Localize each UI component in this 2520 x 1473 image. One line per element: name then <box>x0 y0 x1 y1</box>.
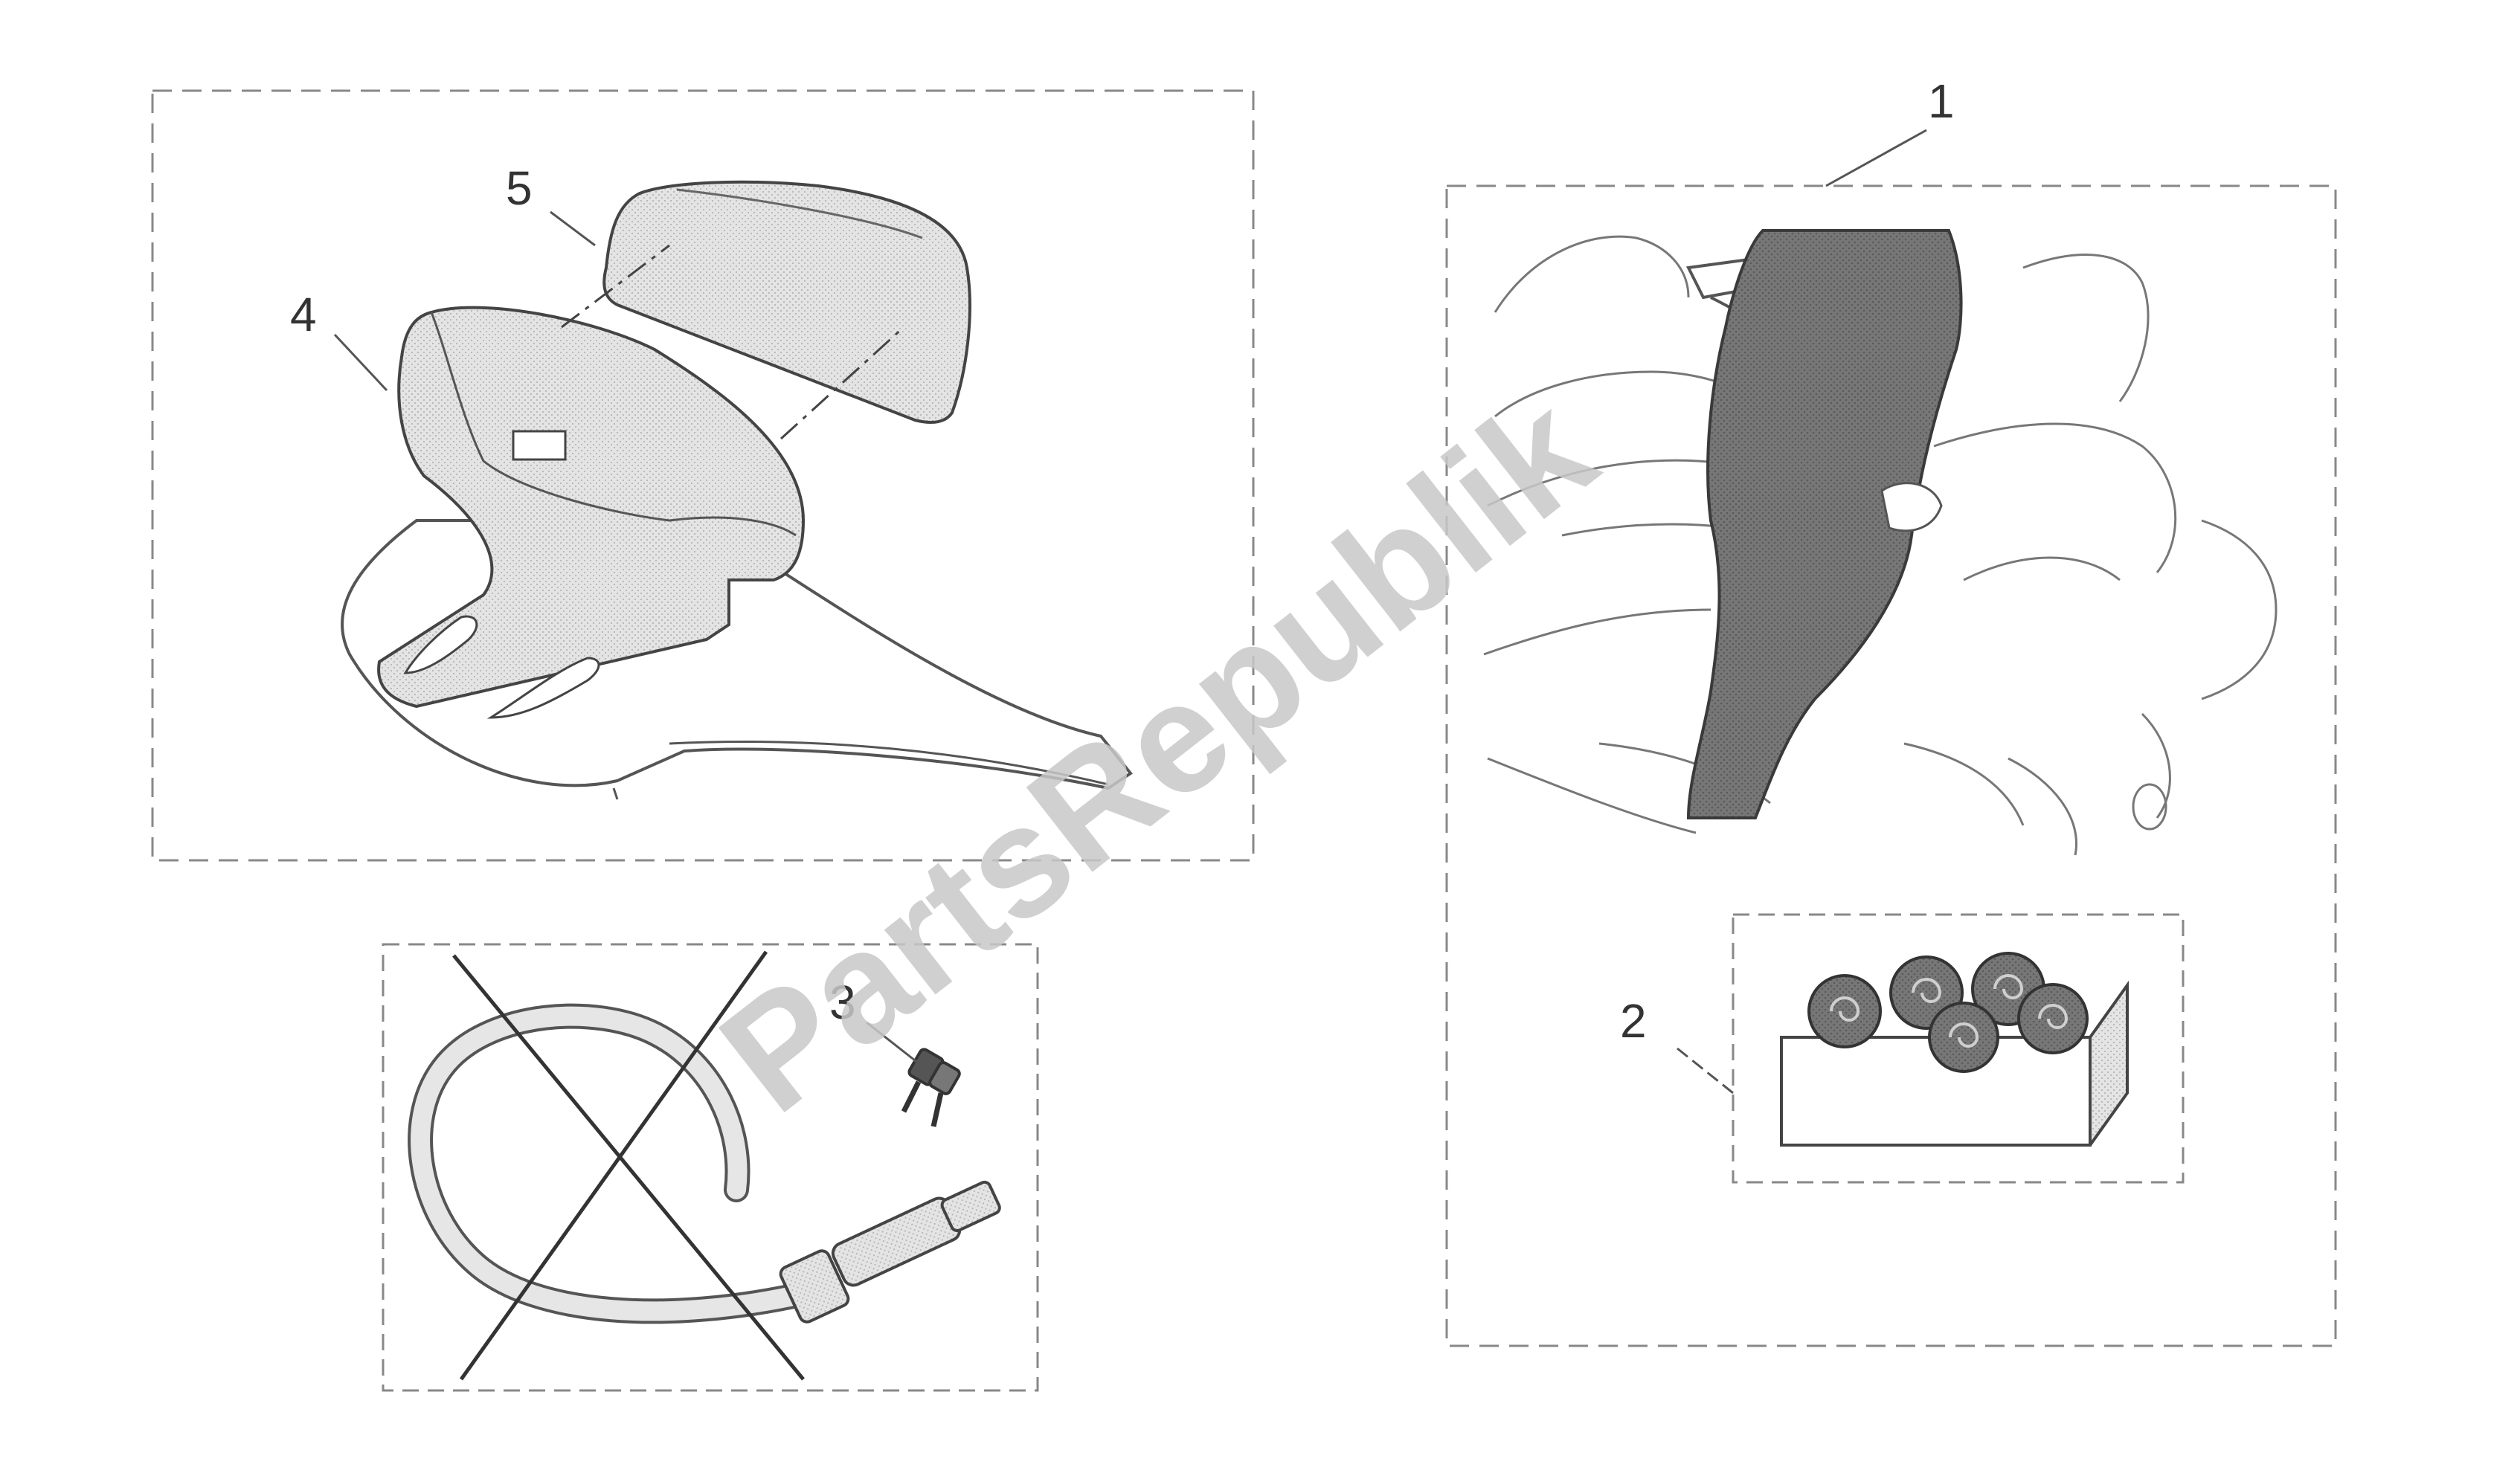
leader-line-4 <box>333 333 388 392</box>
lock-cable-group <box>382 943 1039 1392</box>
seat-slot-left <box>403 615 478 674</box>
blanket-box-frame <box>1732 913 2185 1184</box>
leader-line-5 <box>550 210 596 247</box>
leader-line-2 <box>1677 1047 1734 1095</box>
backrest-top-edge <box>430 312 797 537</box>
callout-3: 3 <box>829 976 856 1029</box>
callout-2: 2 <box>1620 994 1647 1048</box>
lock-cable-frame <box>382 943 1039 1392</box>
backrest-kit-group <box>151 89 1255 862</box>
keys-part-3 <box>901 1048 961 1127</box>
callout-1: 1 <box>1928 74 1955 128</box>
backrest-badge <box>512 430 567 461</box>
seat-slot-right <box>486 657 600 719</box>
blanket-box-part-2 <box>1780 952 2129 1147</box>
leg-cover-part-1 <box>1686 229 1963 819</box>
backrest-pad-part-4 <box>377 306 806 709</box>
cross-line-a <box>452 954 805 1381</box>
cable-lock-head <box>779 1180 1001 1324</box>
rack-rail <box>669 740 1109 786</box>
leg-cover-group <box>1445 184 2337 1347</box>
backrest-cushion-part-5 <box>602 180 971 424</box>
cross-line-b <box>459 950 768 1381</box>
backrest-kit-frame <box>151 89 1255 862</box>
callout-4: 4 <box>290 288 317 341</box>
leg-cover-frame <box>1445 184 2337 1347</box>
leader-line-3 <box>866 1021 919 1065</box>
leader-line-1 <box>1825 129 1927 187</box>
callouts: 1 2 3 4 5 <box>290 74 1955 1095</box>
callout-5: 5 <box>506 161 533 215</box>
